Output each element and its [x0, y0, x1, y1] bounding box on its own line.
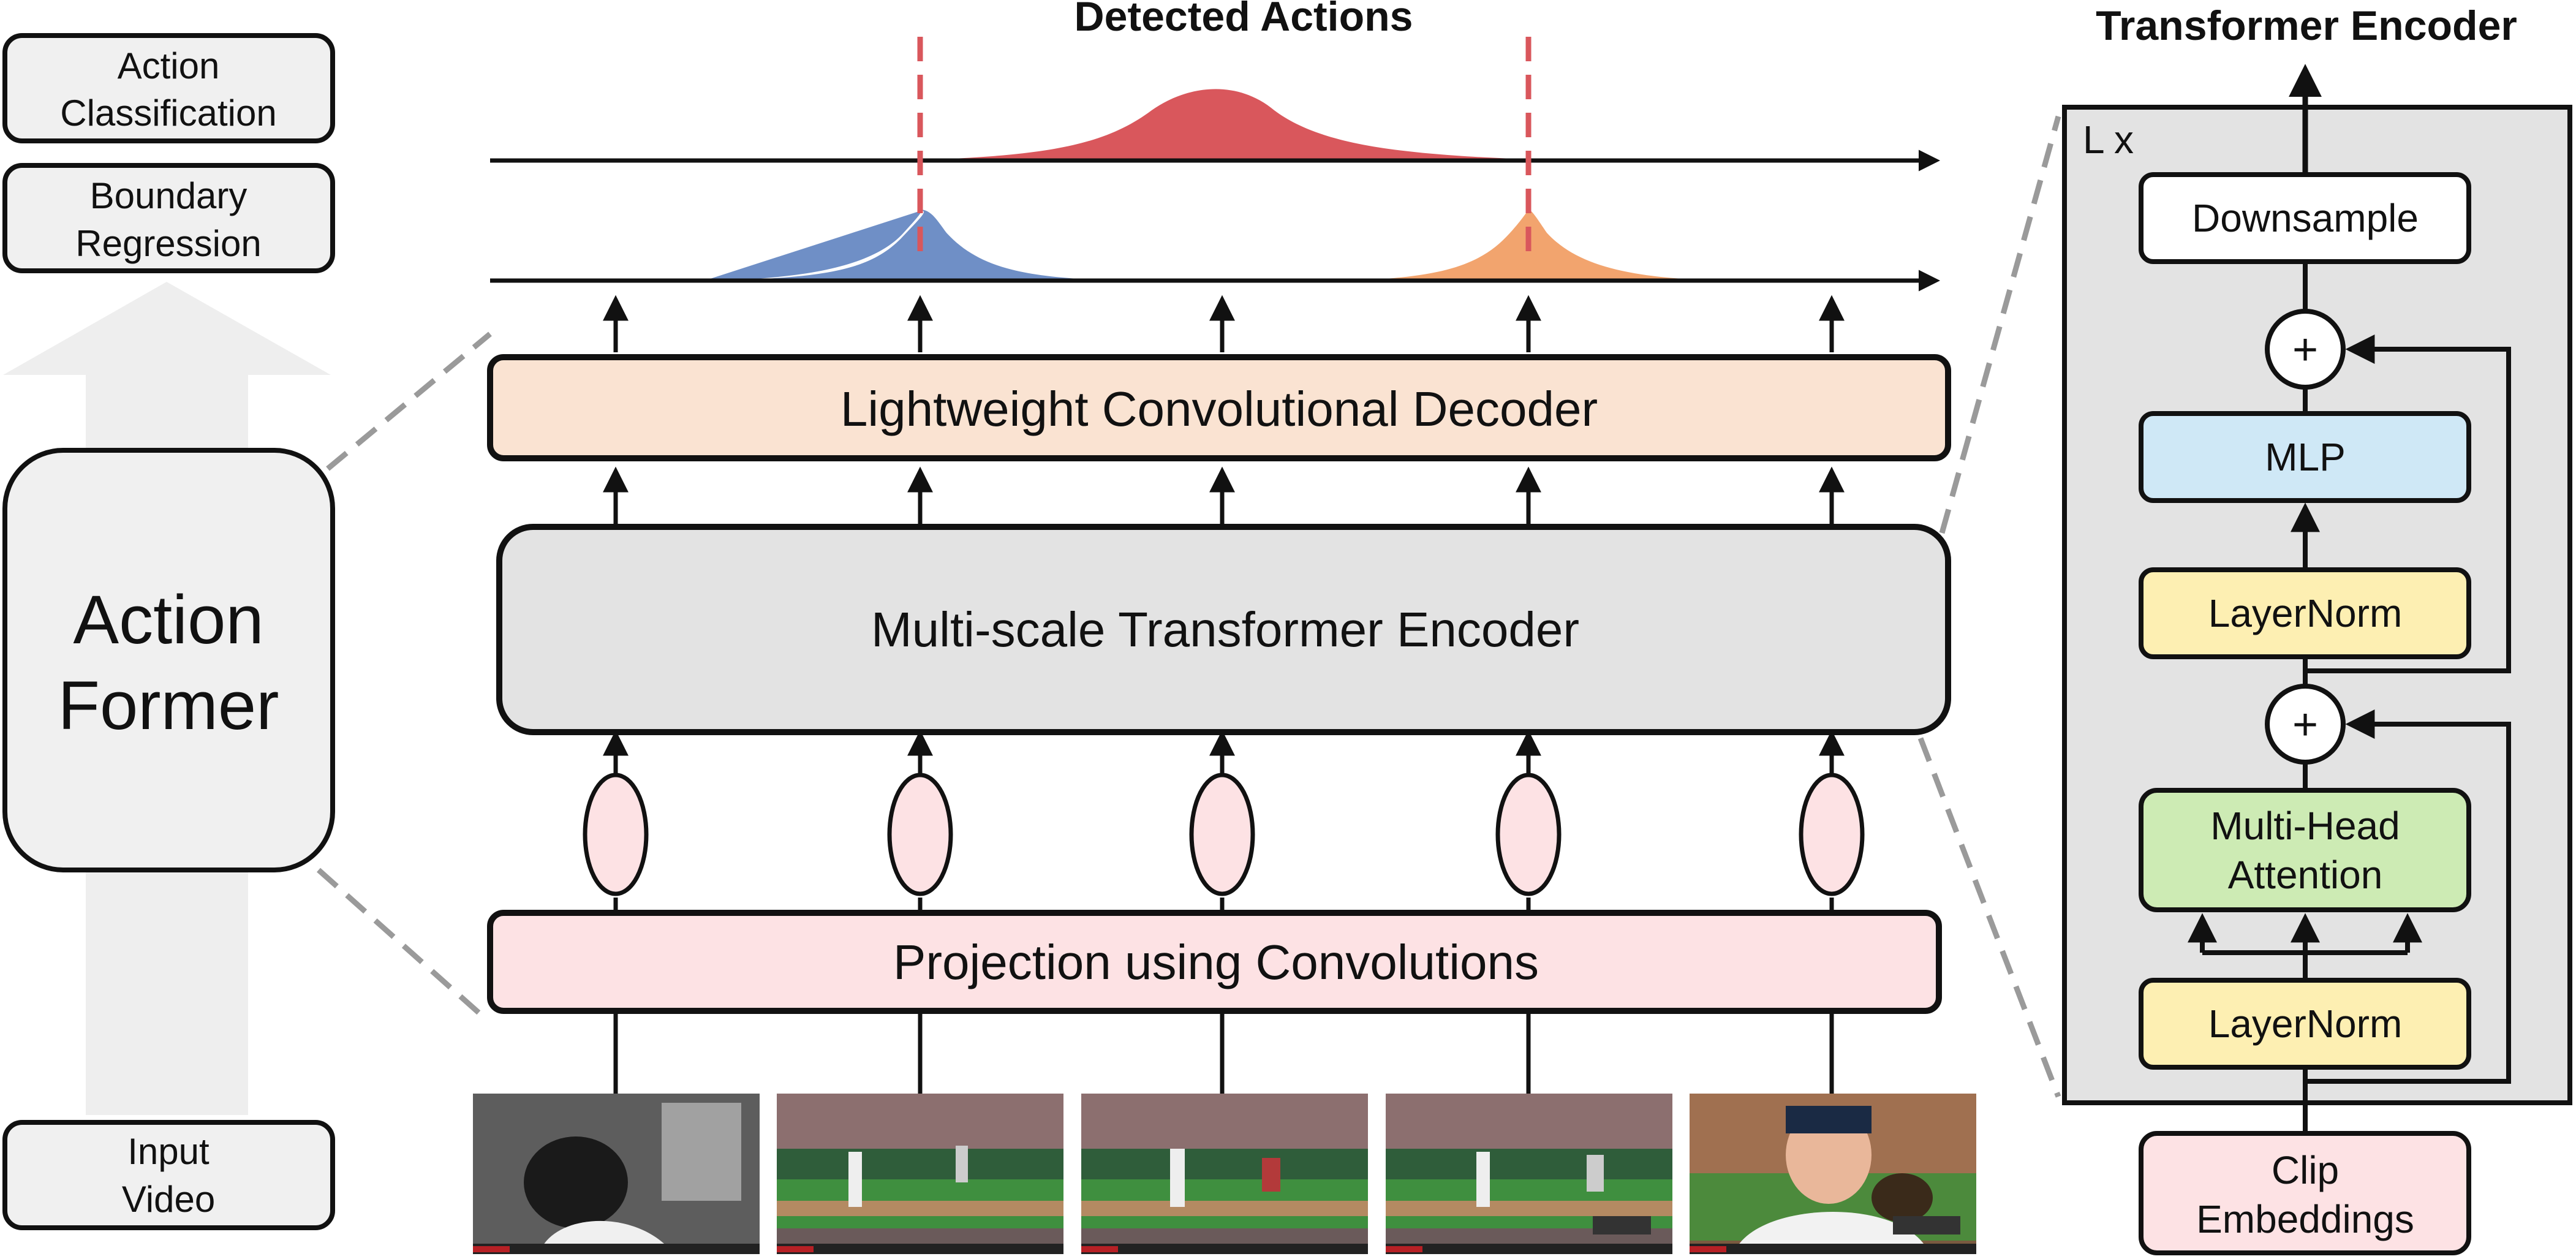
token-ellipse-4	[1495, 773, 1562, 896]
qkv-arrows	[2188, 913, 2422, 979]
attention-label-2: Attention	[2228, 853, 2383, 897]
boundary-regression-box	[2, 163, 335, 273]
repeat-label: L x	[2083, 118, 2134, 162]
token-ellipse-1	[583, 773, 649, 896]
input-video-label-1: Input	[127, 1131, 210, 1172]
boundary-regression-label-2: Regression	[75, 223, 262, 264]
encoder-output-arrows	[603, 466, 1845, 524]
action-classification-label-2: Classification	[60, 93, 276, 134]
layernorm-top-label: LayerNorm	[2208, 591, 2403, 635]
mlp-box	[2139, 411, 2471, 503]
downsample-label: Downsample	[2192, 196, 2419, 240]
add-node-top-symbol: +	[2292, 325, 2318, 374]
video-frame-4	[1386, 1094, 1672, 1254]
frame-stems	[613, 1014, 1834, 1094]
clip-embeddings-label-2: Embeddings	[2196, 1197, 2414, 1241]
token-ellipse-2	[887, 773, 953, 896]
attention-box	[2139, 788, 2471, 912]
lightweight-decoder-box	[487, 354, 1951, 461]
residual-path-top	[2305, 335, 2511, 673]
input-video-label-2: Video	[122, 1179, 215, 1220]
layernorm-top-box	[2139, 567, 2471, 659]
token-column-3	[1189, 730, 1255, 910]
action-former-label-2: Former	[58, 667, 279, 744]
main-panel: Detected Actions Lightweight Convolution…	[473, 0, 2061, 1254]
zoom-line-bottom-right	[1917, 737, 2061, 1098]
action-former-label-1: Action	[73, 581, 263, 658]
decoder-label: Lightweight Convolutional Decoder	[840, 382, 1598, 436]
token-column-4	[1495, 730, 1562, 910]
video-frame-3	[1081, 1094, 1368, 1254]
boundary-regression-label-1: Boundary	[90, 175, 247, 216]
add-node-bottom-symbol: +	[2292, 700, 2318, 749]
video-frame-2	[777, 1094, 1063, 1254]
zoom-line-top-right	[1939, 115, 2061, 534]
input-video-box	[2, 1120, 335, 1230]
clip-embeddings-label-1: Clip	[2272, 1148, 2339, 1192]
token-ellipse-5	[1799, 773, 1865, 896]
projection-label: Projection using Convolutions	[893, 935, 1539, 989]
token-column-2	[887, 730, 953, 910]
zoom-line-bottom-left	[317, 868, 489, 1023]
detected-actions-title: Detected Actions	[1075, 0, 1413, 40]
red-action-curve	[907, 89, 1568, 161]
downsample-box	[2139, 172, 2471, 264]
token-column-5	[1799, 730, 1865, 910]
attention-label-1: Multi-Head	[2210, 804, 2400, 848]
projection-box	[487, 910, 1942, 1014]
residual-path-bottom	[2305, 709, 2511, 1084]
left-panel: Action Classification Boundary Regressio…	[2, 33, 492, 1230]
orange-action-curve	[1335, 210, 1734, 281]
transformer-encoder-title: Transformer Encoder	[2096, 2, 2517, 49]
video-frame-1	[473, 1094, 760, 1254]
video-frame-5	[1690, 1094, 1976, 1254]
layernorm-bottom-label: LayerNorm	[2208, 1002, 2403, 1046]
token-column-1	[583, 730, 649, 910]
action-classification-box	[2, 33, 335, 143]
decoder-output-arrows	[603, 295, 1845, 352]
zoom-line-top-left	[326, 331, 492, 471]
encoder-label: Multi-scale Transformer Encoder	[871, 602, 1579, 657]
transformer-encoder-panel: Transformer Encoder L x Downsample + MLP…	[2062, 2, 2572, 1255]
action-former-box	[2, 448, 335, 872]
layernorm-bottom-box	[2139, 978, 2471, 1070]
action-classification-label-1: Action	[118, 45, 220, 86]
mlp-label: MLP	[2265, 435, 2346, 479]
clip-embeddings-box	[2139, 1131, 2471, 1255]
token-ellipse-3	[1189, 773, 1255, 896]
